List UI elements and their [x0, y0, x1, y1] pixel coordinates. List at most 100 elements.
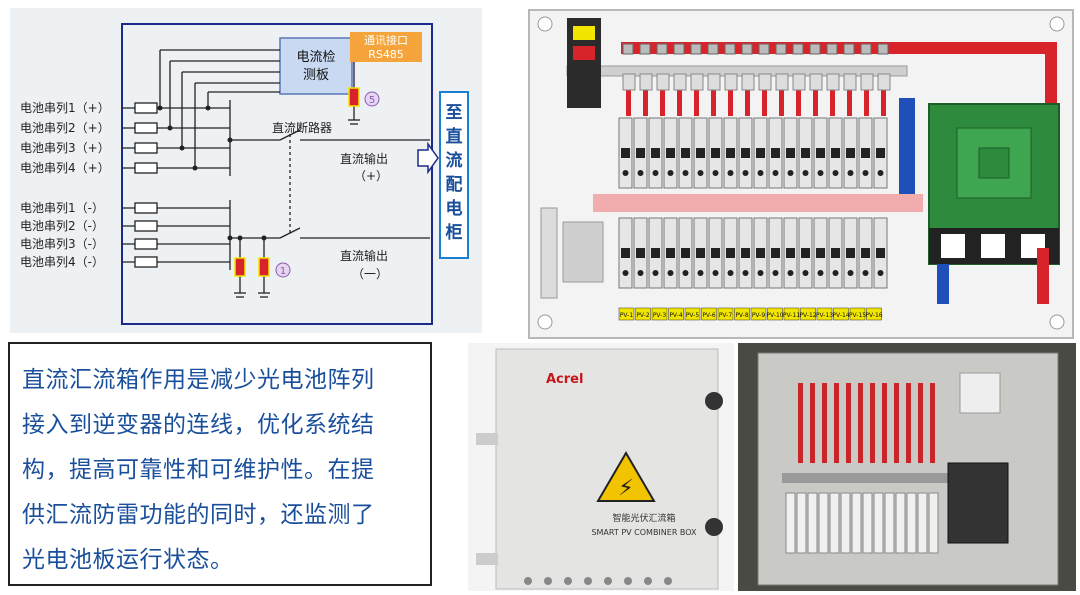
disconnector	[707, 73, 721, 91]
description-line-1: 直流汇流箱作用是减少光电池阵列	[22, 367, 375, 393]
red-cable	[813, 88, 818, 116]
svg-text:直: 直	[446, 126, 463, 147]
red-cable	[711, 88, 716, 116]
disconnector-top	[775, 43, 787, 55]
pv-label-bg	[684, 307, 701, 321]
disconnector-top	[622, 43, 634, 55]
mount-holes	[537, 16, 1065, 330]
red-wire	[918, 383, 923, 463]
fuse-holder	[873, 117, 888, 189]
disconnector	[622, 73, 636, 91]
output-pos-label-1: 直流输出	[340, 151, 388, 166]
interior-fuse	[895, 492, 906, 554]
fuse-holder	[753, 117, 768, 189]
pv-label: PV-14	[832, 312, 849, 319]
pv-label: PV-5	[686, 312, 700, 319]
red-wire	[930, 383, 935, 463]
current-board	[279, 37, 353, 95]
pv-label-bg	[651, 307, 668, 321]
pv-label: PV-6	[702, 312, 716, 319]
red-cable	[796, 88, 801, 116]
description-line-4: 供汇流防雷功能的同时，还监测了	[22, 502, 375, 528]
pv-label: PV-12	[799, 312, 816, 319]
red-cable	[677, 88, 682, 116]
interior-fuse	[906, 492, 917, 554]
pv-label: PV-15	[849, 312, 866, 319]
string-neg-2: 电池串列2（-）	[20, 219, 104, 233]
red-cable	[762, 88, 767, 116]
fuse-holder	[873, 217, 888, 289]
pv-label-bg	[750, 307, 767, 321]
output-neg-label-1: 直流输出	[340, 248, 388, 263]
fuse-holder	[708, 117, 723, 189]
fuse-holder	[798, 117, 813, 189]
pv-label: PV-8	[735, 312, 749, 319]
interior-photo	[738, 343, 1076, 591]
disconnector-top	[690, 43, 702, 55]
fuse-holder	[828, 217, 843, 289]
red-wire	[858, 383, 863, 463]
fuse-holder	[663, 217, 678, 289]
fuse-holder	[738, 217, 753, 289]
svg-text:配: 配	[446, 175, 463, 195]
fuse-holder	[813, 217, 828, 289]
pv-label: PV-9	[752, 312, 766, 319]
pv-label: PV-10	[766, 312, 783, 319]
fuse-holder	[678, 217, 693, 289]
red-cable	[881, 88, 886, 116]
pv-label: PV-2	[636, 312, 650, 319]
top-red-bus	[621, 42, 1057, 54]
interior-fuse	[796, 492, 807, 554]
string-neg-4: 电池串列4（-）	[20, 255, 104, 269]
fuse-holder	[768, 217, 783, 289]
string-neg-3: 电池串列3（-）	[20, 237, 104, 251]
red-wire	[834, 383, 839, 463]
board-label-1: 电流检	[296, 50, 335, 65]
interior-fuse	[785, 492, 796, 554]
marker-1-label: 1	[280, 266, 286, 277]
pv-label-bg	[833, 307, 849, 321]
interior-breaker	[947, 462, 1009, 544]
disconnector	[826, 73, 840, 91]
disconnector-top	[809, 43, 821, 55]
svg-text:至: 至	[446, 103, 463, 123]
disconnector	[656, 73, 670, 91]
junction-dots	[157, 105, 267, 241]
description-line-3: 构，提高可靠性和可维护性。在提	[22, 457, 375, 483]
interior-fuse	[873, 492, 884, 554]
disconnector-top	[741, 43, 753, 55]
interior-fuses	[785, 492, 939, 554]
pv-label-bg	[849, 307, 866, 321]
red-cable	[847, 88, 852, 116]
red-wire	[870, 383, 875, 463]
red-cable	[779, 88, 784, 116]
pv-label-bg	[800, 307, 816, 321]
interior-fuse	[884, 492, 895, 554]
surge-arresters	[234, 87, 360, 277]
red-cable	[864, 88, 869, 116]
product-title-en: SMART PV COMBINER BOX	[591, 528, 697, 537]
output-pos-label-2: （+）	[354, 169, 388, 183]
disconnector-top	[639, 43, 651, 55]
fuse-holder	[843, 117, 858, 189]
red-wire	[846, 383, 851, 463]
fuse-holder	[648, 217, 663, 289]
red-wire	[822, 383, 827, 463]
comm-label-1: 通讯接口	[364, 34, 408, 47]
interior-fuse	[818, 492, 829, 554]
board-label-2: 测板	[303, 68, 329, 83]
fuse-holders	[618, 117, 888, 289]
pv-label-bg	[816, 307, 833, 321]
string-labels: 电池串列1（+） 电池串列2（+） 电池串列3（+） 电池串列4（+） 电池串列…	[20, 101, 110, 269]
interior-fuse	[928, 492, 939, 554]
fuse-holder	[723, 117, 738, 189]
fuse-holder	[633, 217, 648, 289]
disconnector	[724, 73, 738, 91]
fuse-holder	[663, 117, 678, 189]
comm-label-2: RS485	[368, 48, 404, 61]
disconnector	[877, 73, 891, 91]
interior-module	[959, 372, 1001, 414]
interior-fuse	[862, 492, 873, 554]
fuse-holder	[678, 117, 693, 189]
